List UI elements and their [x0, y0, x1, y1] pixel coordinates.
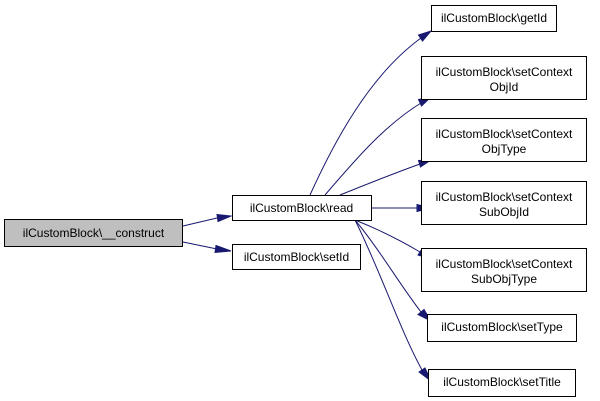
node-read[interactable]: ilCustomBlock\read: [232, 195, 372, 221]
edge-read-to-setcontextobjtype: [339, 163, 421, 196]
node-label-line: ilCustomBlock\setTitle: [443, 375, 561, 389]
node-label-line: ilCustomBlock\setContext: [436, 257, 573, 271]
node-settype[interactable]: ilCustomBlock\setType: [427, 314, 577, 342]
node-label-line: SubObjType: [471, 272, 537, 286]
edge-read-to-settype: [354, 219, 422, 313]
edge-construct-to-setid: [182, 241, 218, 250]
node-label-line: ObjId: [490, 80, 519, 94]
node-label-line: ilCustomBlock\setContext: [436, 190, 573, 204]
node-label-line: ilCustomBlock\setContext: [436, 127, 573, 141]
node-settitle[interactable]: ilCustomBlock\setTitle: [428, 369, 576, 397]
edge-read-to-settitle: [354, 219, 423, 371]
node-label-line: ilCustomBlock\setId: [244, 250, 349, 264]
node-label-line: SubObjId: [479, 205, 529, 219]
edge-read-to-setcontextobjid: [324, 102, 422, 196]
node-label-line: ilCustomBlock\setType: [441, 320, 563, 334]
node-label-line: ObjType: [482, 142, 527, 156]
node-construct[interactable]: ilCustomBlock\__construct: [4, 219, 183, 247]
node-getid[interactable]: ilCustomBlock\getId: [431, 5, 557, 32]
node-label-line: ilCustomBlock\setContext: [436, 65, 573, 79]
edge-arrowhead-getid: [417, 29, 433, 42]
edge-read-to-getid: [309, 37, 422, 196]
node-label-line: ilCustomBlock\read: [250, 201, 353, 215]
edge-construct-to-read: [182, 217, 218, 227]
edge-read-to-setcontextsubobjtype: [354, 219, 421, 253]
edge-arrowhead-setid: [214, 244, 232, 254]
node-setid[interactable]: ilCustomBlock\setId: [232, 244, 361, 270]
node-label-line: ilCustomBlock\getId: [441, 11, 547, 25]
node-construct-label: ilCustomBlock\__construct: [23, 226, 165, 240]
edge-arrowhead-read: [216, 213, 233, 223]
